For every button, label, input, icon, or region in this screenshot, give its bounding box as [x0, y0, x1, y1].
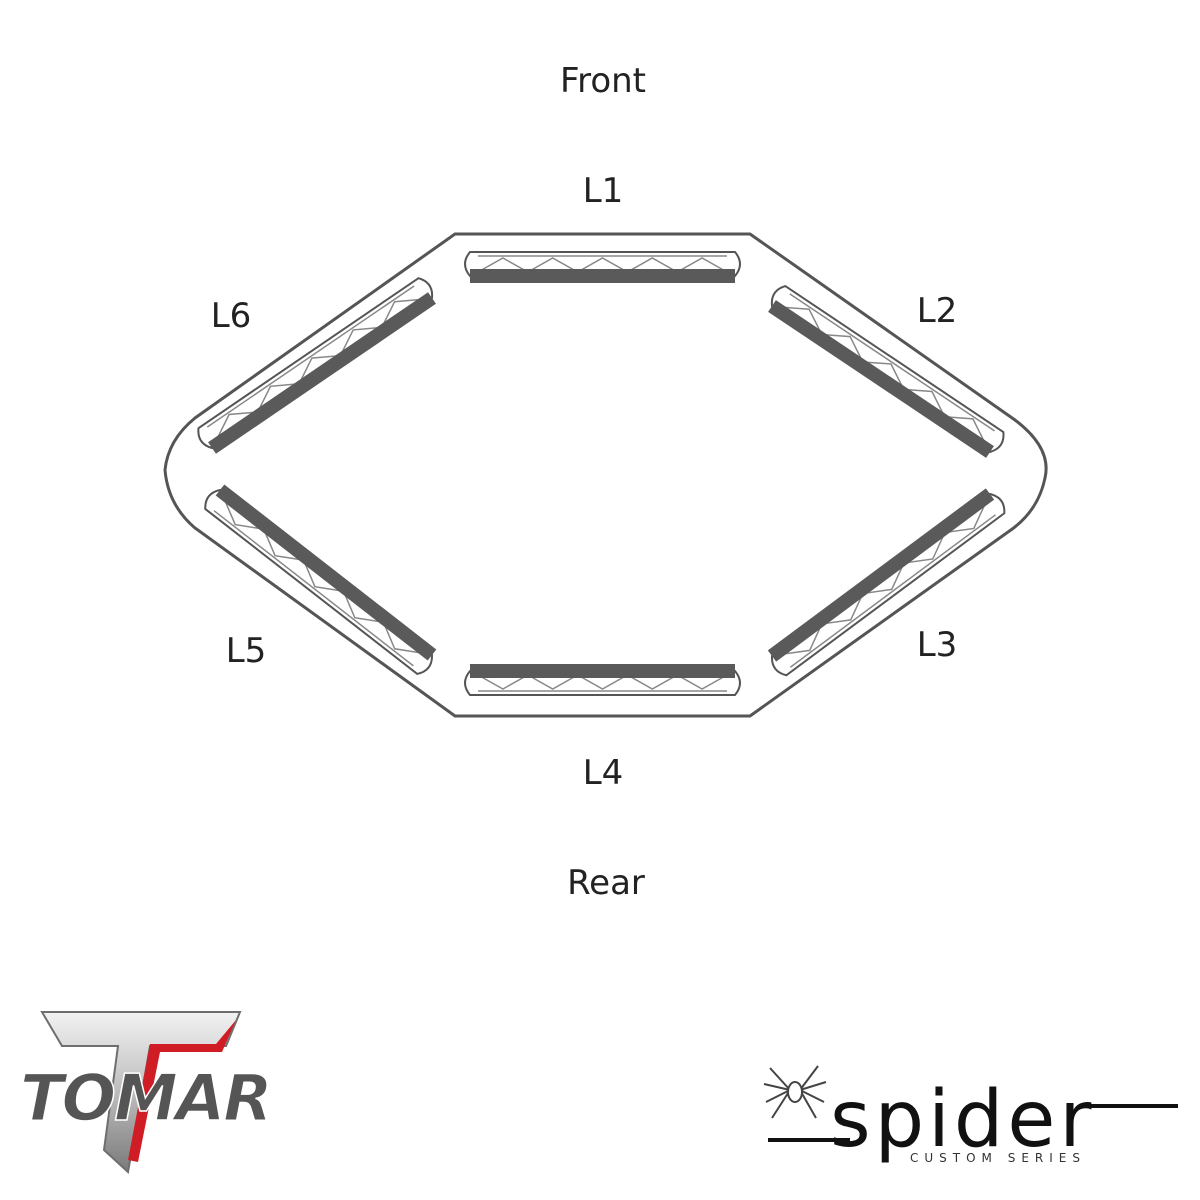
- spider-logo: spider CUSTOM SERIES: [763, 1065, 1178, 1165]
- rear-label: Rear: [567, 863, 645, 903]
- light-module-lens-edge: [789, 293, 995, 432]
- tomar-logo-wordmark: TOMAR: [20, 1062, 271, 1136]
- light-module-lens: [770, 284, 1005, 454]
- light-module-bar: [767, 488, 995, 662]
- module-label-l4: L4: [583, 753, 624, 793]
- light-module-l5: [204, 484, 437, 676]
- light-module-bar: [215, 484, 437, 661]
- light-module-lens-edge: [213, 510, 414, 667]
- light-modules: [197, 251, 1006, 696]
- spider-icon: [763, 1065, 827, 1119]
- light-module-lens: [204, 488, 434, 676]
- front-label: Front: [560, 61, 646, 101]
- module-label-l2: L2: [917, 291, 958, 331]
- light-module-reflector: [223, 497, 424, 654]
- light-module-bar: [208, 292, 436, 454]
- light-module-reflector: [215, 298, 424, 441]
- module-label-l3: L3: [917, 625, 958, 665]
- module-label-l5: L5: [226, 631, 267, 671]
- module-label-l6: L6: [211, 296, 252, 336]
- spider-logo-wordmark: spider: [830, 1075, 1095, 1165]
- light-module-reflector: [780, 306, 987, 445]
- light-module-lens-edge: [206, 285, 415, 428]
- light-module-reflector: [780, 501, 987, 656]
- light-module-l2: [768, 284, 1005, 458]
- light-module-l4: [464, 664, 741, 696]
- light-module-reflector: [477, 674, 728, 690]
- light-module-reflector: [477, 257, 728, 273]
- module-label-l1: L1: [583, 171, 624, 211]
- light-module-l3: [767, 488, 1006, 677]
- light-module-lens: [197, 277, 434, 450]
- light-module-lens: [770, 492, 1006, 677]
- light-module-bar: [768, 300, 994, 458]
- lightbar-housing-outline: [163, 232, 1048, 718]
- tomar-logo-red-swoosh: [128, 1020, 236, 1162]
- light-module-l1: [464, 251, 741, 283]
- tomar-logo: TOMAR: [19, 1011, 273, 1174]
- spider-logo-subtitle: CUSTOM SERIES: [910, 1151, 1086, 1165]
- light-module-lens-edge: [789, 514, 996, 668]
- light-module-l6: [197, 277, 436, 454]
